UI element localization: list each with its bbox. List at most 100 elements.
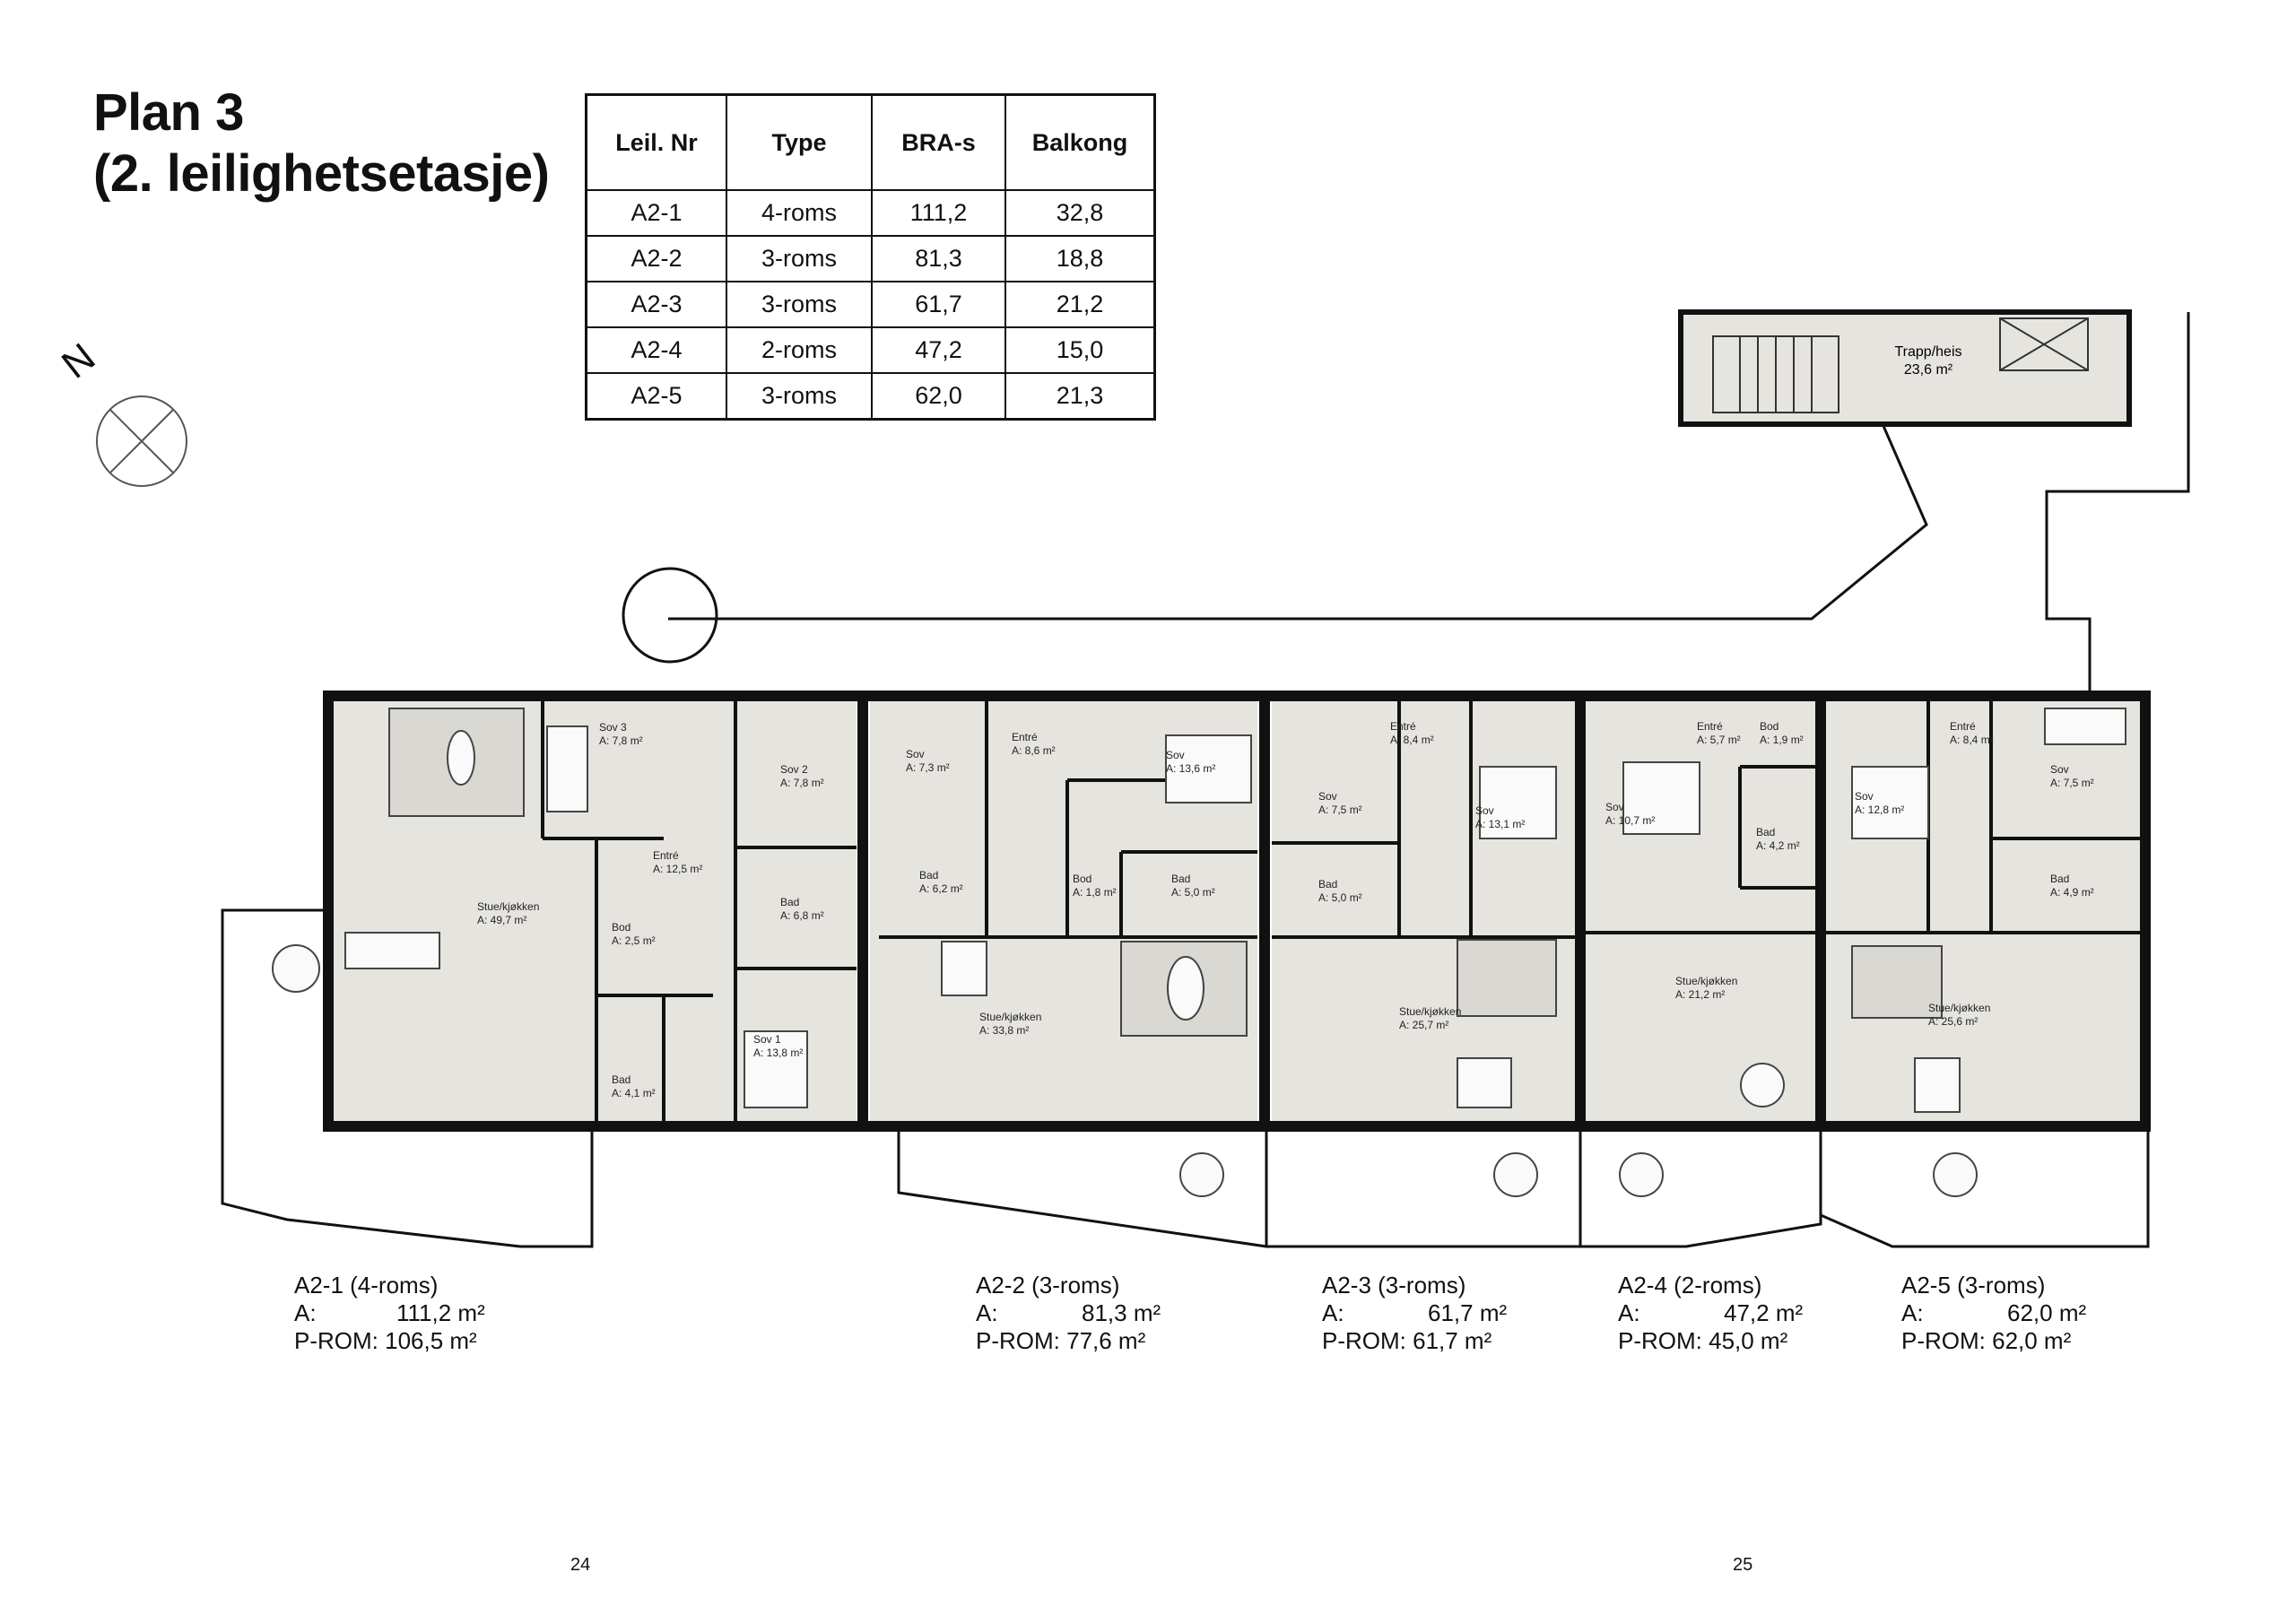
room-area: A: 13,8 m² [753, 1047, 803, 1059]
room-label: Sov 1 [753, 1033, 781, 1046]
room-label: Sov [1605, 801, 1624, 813]
header-leil-nr: Leil. Nr [585, 93, 727, 191]
room-label: Bod [612, 921, 631, 934]
room-label: Sov [906, 748, 925, 760]
legend-a2-5: A2-5 (3-roms) A:62,0 m² P-ROM: 62,0 m² [1901, 1272, 2086, 1355]
table-row: A2-1 4-roms 111,2 32,8 [585, 189, 1156, 237]
room-area: A: 10,7 m² [1605, 814, 1655, 827]
gallery-right-outline [2045, 312, 2190, 695]
room-area: A: 5,0 m² [1318, 891, 1362, 904]
room-area: A: 6,2 m² [919, 882, 963, 895]
gallery-outline [668, 425, 1928, 621]
cell-nr: A2-3 [585, 281, 727, 328]
balcony-a2-5 [1820, 1132, 2150, 1248]
room-area: A: 25,7 m² [1399, 1019, 1448, 1031]
room-label: Stue/kjøkken [979, 1011, 1041, 1023]
room-label: Stue/kjøkken [1928, 1002, 1990, 1014]
room-area: A: 8,6 m² [1012, 744, 1056, 757]
coffee-table-icon [1167, 956, 1205, 1021]
room-label: Entré [1390, 720, 1416, 733]
legend-a-value: 61,7 m² [1428, 1299, 1508, 1326]
balcony-a2-4 [1580, 1132, 1822, 1248]
cell-bra: 47,2 [871, 326, 1006, 374]
page-number-right: 25 [1733, 1555, 1753, 1575]
furniture [272, 708, 2126, 1197]
dining-table-icon [1457, 1057, 1512, 1108]
table-row: A2-2 3-roms 81,3 18,8 [585, 235, 1156, 282]
bed-icon [2044, 708, 2126, 745]
room-area: A: 25,6 m² [1928, 1015, 1978, 1028]
balcony-outlines [221, 312, 2190, 1248]
north-compass-icon [96, 395, 187, 487]
balcony-a2-1 [221, 908, 594, 1248]
room-label: Sov 3 [599, 721, 627, 734]
cell-bra: 81,3 [871, 235, 1006, 282]
room-area: A: 7,5 m² [2050, 777, 2094, 789]
legend-a-value: 111,2 m² [396, 1299, 485, 1326]
room-area: A: 13,1 m² [1475, 818, 1525, 830]
cell-balkong: 21,3 [1004, 372, 1156, 421]
walls [323, 691, 2151, 1132]
cell-balkong: 18,8 [1004, 235, 1156, 282]
table-row: A2-3 3-roms 61,7 21,2 [585, 281, 1156, 328]
legend-prom: P-ROM: 45,0 m² [1618, 1327, 1788, 1354]
title-line-2: (2. leilighetsetasje) [93, 144, 550, 203]
room-label: Bad [1318, 878, 1337, 890]
room-label: Entré [1950, 720, 1976, 733]
room-area: A: 12,8 m² [1855, 804, 1904, 816]
legend-a-label: A: [1618, 1299, 1640, 1326]
legend-a-label: A: [1901, 1299, 1924, 1326]
cell-type: 3-roms [726, 372, 873, 421]
apartment-summary-table: Leil. Nr Type BRA-s Balkong A2-1 4-roms … [585, 93, 1156, 421]
bed-icon [546, 725, 588, 812]
room-label: Sov 2 [780, 763, 808, 776]
room-label: Bad [780, 896, 799, 908]
stair-area: 23,6 m² [1904, 362, 1953, 378]
room-label: Bad [2050, 873, 2069, 885]
room-label: Stue/kjøkken [477, 900, 539, 913]
room-area: A: 1,9 m² [1760, 734, 1804, 746]
legend-a2-1: A2-1 (4-roms) A:111,2 m² P-ROM: 106,5 m² [294, 1272, 485, 1355]
room-label: Sov [1166, 749, 1185, 761]
legend-a-value: 47,2 m² [1724, 1299, 1804, 1326]
room-area: A: 4,9 m² [2050, 886, 2094, 899]
room-area: A: 21,2 m² [1675, 988, 1725, 1001]
legend-a-value: 81,3 m² [1082, 1299, 1161, 1326]
cell-bra: 62,0 [871, 372, 1006, 421]
bed-icon [1851, 766, 1929, 839]
balcony-a2-2 [897, 1132, 1268, 1248]
cell-nr: A2-1 [585, 189, 727, 237]
floor-a2-5 [1826, 699, 2142, 1123]
bed-icon [744, 1030, 808, 1108]
stair-steps-icon [1712, 317, 2089, 413]
room-label: Bod [1760, 720, 1779, 733]
legend-a-label: A: [294, 1299, 317, 1326]
table-row: A2-4 2-roms 47,2 15,0 [585, 326, 1156, 374]
room-area: A: 8,4 m² [1950, 734, 1994, 746]
room-area: A: 7,5 m² [1318, 804, 1362, 816]
legend-a-label: A: [976, 1299, 998, 1326]
dining-table-icon [1914, 1057, 1961, 1113]
cell-nr: A2-5 [585, 372, 727, 421]
bed-icon [1622, 761, 1700, 835]
stair-name: Trapp/heis [1895, 344, 1962, 360]
round-stair-icon [622, 567, 718, 664]
cell-bra: 111,2 [871, 189, 1006, 237]
room-area: A: 49,7 m² [477, 914, 526, 926]
header-bra-s: BRA-s [871, 93, 1006, 191]
legend-title: A2-2 (3-roms) [976, 1272, 1120, 1299]
legend-title: A2-3 (3-roms) [1322, 1272, 1466, 1299]
legend-title: A2-1 (4-roms) [294, 1272, 439, 1299]
room-area: A: 4,2 m² [1756, 839, 1800, 852]
page-title: Plan 3 (2. leilighetsetasje) [93, 83, 550, 204]
dining-table-icon [1740, 1063, 1785, 1108]
room-label: Entré [1697, 720, 1723, 733]
dining-table-icon [344, 932, 440, 969]
room-label: Bad [919, 869, 938, 882]
room-label: Sov [1475, 804, 1494, 817]
bed-icon [1479, 766, 1557, 839]
cell-bra: 61,7 [871, 281, 1006, 328]
room-label: Bad [1171, 873, 1190, 885]
balcony-a2-3 [1266, 1132, 1582, 1248]
balcony-table-icon [272, 944, 320, 993]
